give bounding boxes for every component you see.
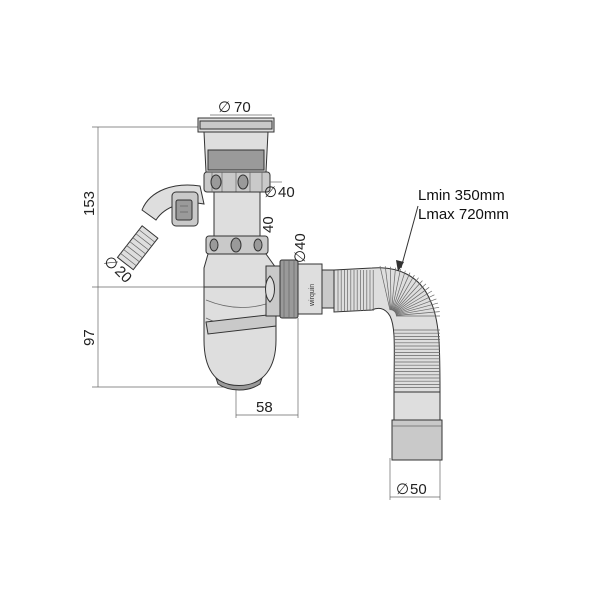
hose-rib	[391, 268, 401, 311]
bottle-body	[203, 253, 277, 391]
hose-rib	[393, 280, 423, 312]
lower-nut	[205, 235, 269, 255]
outlet-diameter-label: 40	[292, 233, 309, 250]
top-flange	[197, 117, 275, 173]
hose-rib	[395, 290, 433, 314]
hose-rib	[384, 266, 391, 311]
hose-rib	[392, 270, 406, 311]
hose-rib	[392, 272, 411, 311]
hose-rib	[393, 277, 419, 312]
hose-rib	[395, 306, 440, 316]
hose-min-length: Lmin 350mm	[418, 187, 505, 204]
hose-rib	[391, 267, 396, 311]
hose-rib	[395, 294, 435, 314]
outlet-connector: wirquin	[265, 259, 335, 319]
hose-rib	[379, 265, 391, 311]
hose-max-length: Lmax 720mm	[418, 206, 509, 223]
diameter-symbol: ∅	[218, 99, 231, 116]
hose-rib	[394, 283, 427, 313]
dimension-labels: ∅ 70 ∅ 40 40 ∅ 40 ∅ 20 153 97 58 ∅ 50 Lm…	[81, 99, 509, 498]
side-inlet	[116, 184, 205, 271]
hose-end-pipe	[391, 391, 443, 461]
diameter-symbol: ∅	[264, 184, 277, 201]
hose-rib	[394, 287, 430, 313]
hose-end-diameter-label: 50	[410, 481, 427, 498]
brand-label: wirquin	[309, 284, 316, 307]
hose-rib	[395, 311, 440, 316]
flexible-hose	[333, 265, 441, 393]
hose-rib	[395, 298, 437, 315]
diameter-symbol: ∅	[292, 250, 309, 263]
offset-label: 58	[256, 399, 273, 416]
nut-diameter-label: 40	[278, 184, 295, 201]
hose-rib	[390, 266, 392, 311]
hose-rib	[395, 302, 439, 315]
vertical-pipe-diameter-label: 40	[260, 216, 277, 233]
top-diameter-label: 70	[234, 99, 251, 116]
height-upper-label: 153	[81, 191, 98, 216]
diameter-symbol: ∅	[396, 481, 409, 498]
height-lower-label: 97	[81, 329, 98, 346]
vertical-pipe	[213, 191, 261, 237]
hose-rib	[393, 274, 415, 312]
